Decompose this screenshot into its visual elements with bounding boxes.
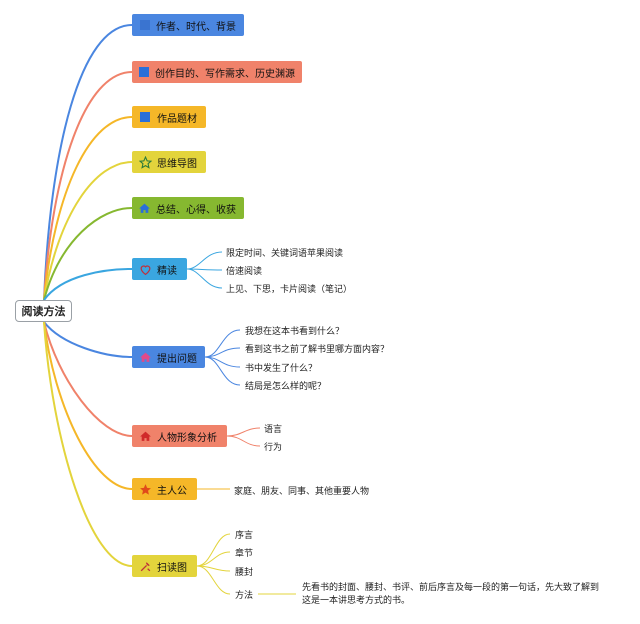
- flag-icon: [138, 110, 152, 124]
- branch-label: 主人公: [157, 485, 187, 497]
- leaf-close-reading-2: 倍速阅读: [226, 267, 263, 277]
- flag-icon: [138, 18, 151, 32]
- branch-node-close-reading[interactable]: 精读: [132, 258, 187, 280]
- heart-icon: [138, 262, 152, 276]
- branch-label: 总结、心得、收获: [156, 204, 236, 216]
- leaf-question-4: 结局是怎么样的呢？: [245, 382, 327, 392]
- branch-label: 扫读图: [157, 562, 187, 574]
- branch-node-mindmap[interactable]: 思维导图: [132, 151, 206, 173]
- branch-node-theme[interactable]: 作品题材: [132, 106, 206, 128]
- leaf-scan-3: 腰封: [235, 568, 254, 578]
- branch-label: 精读: [157, 265, 177, 277]
- method-note: 先看书的封面、腰封、书评、前后序言及每一段的第一句话，先大致了解到这是一本讲思考…: [302, 583, 600, 606]
- branch-label: 作品题材: [157, 113, 197, 125]
- branch-node-purpose[interactable]: 创作目的、写作需求、历史渊源: [132, 61, 302, 83]
- star-icon: [138, 482, 152, 496]
- leaf-scan-2: 章节: [235, 549, 254, 559]
- home-icon: [138, 429, 152, 443]
- flag-icon: [138, 65, 150, 79]
- branch-node-scan[interactable]: 扫读图: [132, 555, 197, 577]
- branch-label: 提出问题: [157, 353, 197, 365]
- star-outline-icon: [138, 155, 152, 169]
- leaf-character-2: 行为: [264, 443, 283, 453]
- root-node[interactable]: 阅读方法: [15, 300, 72, 322]
- tools-icon: [138, 559, 152, 573]
- branch-label: 思维导图: [157, 158, 197, 170]
- branch-label: 创作目的、写作需求、历史渊源: [155, 68, 295, 80]
- branch-node-questions[interactable]: 提出问题: [132, 346, 205, 368]
- leaf-scan-1: 序言: [235, 531, 254, 541]
- leaf-character-1: 语言: [264, 425, 283, 435]
- branch-label: 人物形象分析: [157, 432, 217, 444]
- leaf-close-reading-3: 上见、下思，卡片阅读（笔记）: [226, 285, 353, 295]
- branch-node-character[interactable]: 人物形象分析: [132, 425, 227, 447]
- leaf-question-2: 看到这书之前了解书里哪方面内容？: [245, 345, 390, 355]
- branch-node-protagonist[interactable]: 主人公: [132, 478, 197, 500]
- leaf-protagonist-1: 家庭、朋友、同事、其他重要人物: [234, 487, 370, 497]
- leaf-question-1: 我想在这本书看到什么？: [245, 327, 345, 337]
- leaf-scan-4: 方法: [235, 591, 254, 601]
- branch-node-author[interactable]: 作者、时代、背景: [132, 14, 244, 36]
- leaf-question-3: 书中发生了什么？: [245, 364, 318, 374]
- leaf-close-reading-1: 限定时间、关键词语苹果阅读: [226, 249, 344, 259]
- branch-node-summary[interactable]: 总结、心得、收获: [132, 197, 244, 219]
- home-icon: [138, 350, 152, 364]
- home-icon: [138, 201, 151, 215]
- branch-label: 作者、时代、背景: [156, 21, 236, 33]
